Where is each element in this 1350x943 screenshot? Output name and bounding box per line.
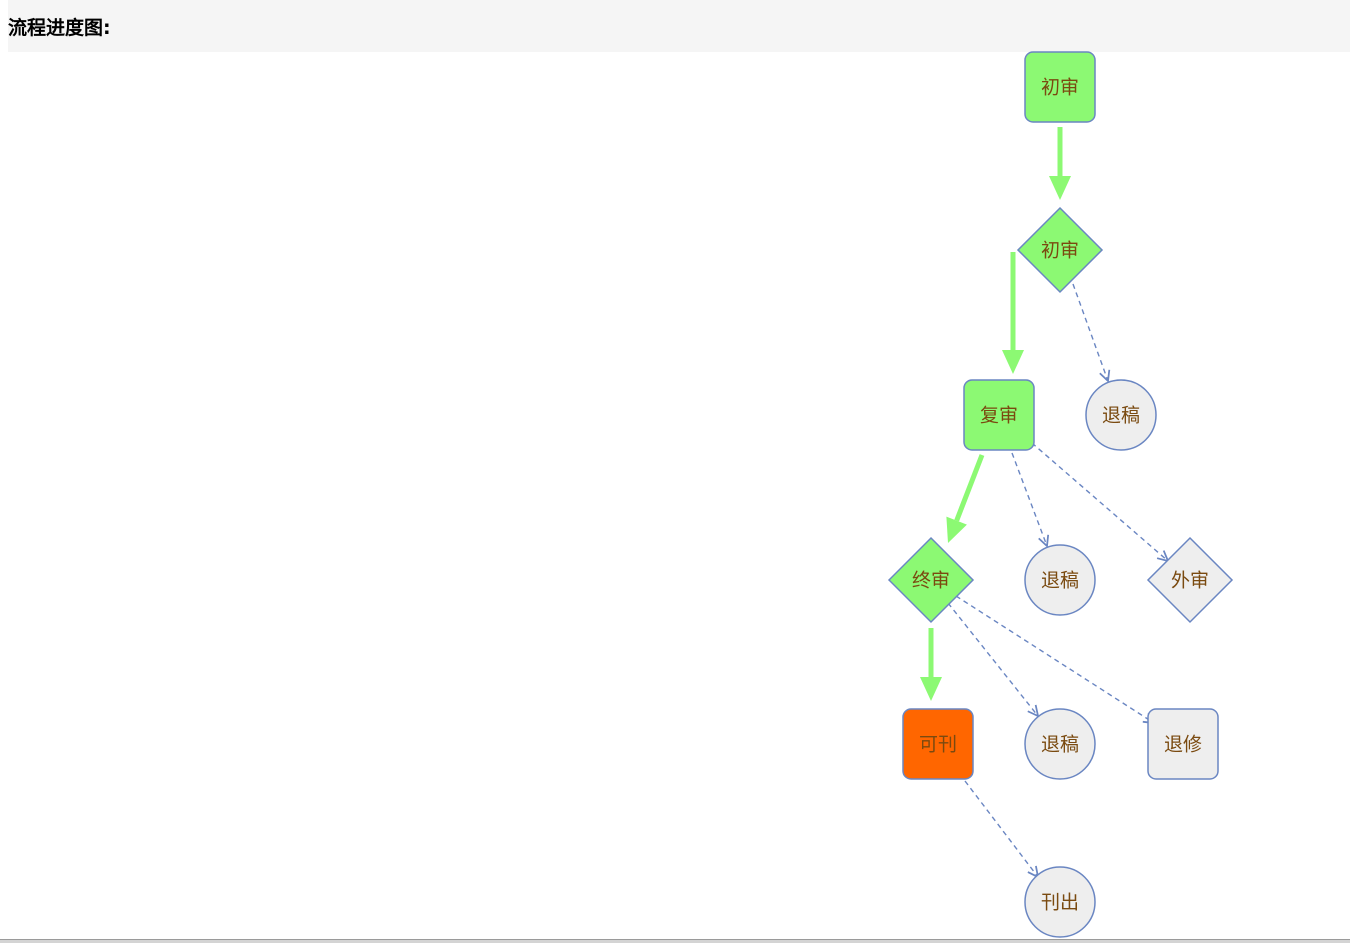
flow-node-n6: 退稿 xyxy=(1024,544,1096,616)
flow-node-label: 初审 xyxy=(1041,240,1079,262)
rounded-square-shape xyxy=(902,708,974,780)
edge-n4-to-n5 xyxy=(946,454,985,543)
flow-node-label: 复审 xyxy=(980,405,1018,427)
edge-n1-to-n2 xyxy=(1049,127,1071,200)
diamond-shape xyxy=(1016,206,1104,294)
rounded-square-shape xyxy=(963,379,1035,451)
rounded-square-shape xyxy=(1024,51,1096,123)
flow-node-label: 刊出 xyxy=(1041,892,1079,914)
diamond-shape xyxy=(887,536,975,624)
edge-n5-to-n8 xyxy=(920,628,942,701)
flow-node-n11: 刊出 xyxy=(1024,866,1096,938)
flow-node-n10: 退修 xyxy=(1147,708,1219,780)
flow-node-label: 退稿 xyxy=(1102,405,1140,427)
flow-node-label: 退稿 xyxy=(1041,734,1079,756)
edge-n8-to-n11 xyxy=(964,780,1038,877)
circle-shape xyxy=(1024,544,1096,616)
flow-node-label: 可刊 xyxy=(919,734,957,756)
diamond-shape xyxy=(1146,536,1234,624)
flow-node-n2: 初审 xyxy=(1016,206,1104,294)
flow-node-label: 退修 xyxy=(1164,734,1202,756)
flow-node-n9: 退稿 xyxy=(1024,708,1096,780)
flow-node-label: 初审 xyxy=(1041,77,1079,99)
header-bar: 流程进度图: xyxy=(8,0,1350,52)
flow-node-n8: 可刊 xyxy=(902,708,974,780)
page-title: 流程进度图: xyxy=(8,17,111,39)
flow-node-label: 退稿 xyxy=(1041,570,1079,592)
edge-n5-to-n10 xyxy=(955,595,1154,723)
flow-node-n4: 复审 xyxy=(963,379,1035,451)
edge-n5-to-n9 xyxy=(947,602,1038,716)
edge-n2-to-n4 xyxy=(1002,252,1024,374)
flow-node-n7: 外审 xyxy=(1146,536,1234,624)
edge-n2-to-n3 xyxy=(1072,283,1108,381)
circle-shape xyxy=(1085,379,1157,451)
flow-node-label: 终审 xyxy=(912,570,950,592)
flow-node-label: 外审 xyxy=(1171,570,1209,592)
edge-n4-to-n6 xyxy=(1011,452,1047,546)
flow-node-n1: 初审 xyxy=(1024,51,1096,123)
circle-shape xyxy=(1024,708,1096,780)
circle-shape xyxy=(1024,866,1096,938)
bottom-border xyxy=(0,939,1350,943)
edge-n4-to-n7 xyxy=(1024,436,1168,561)
flow-node-n3: 退稿 xyxy=(1085,379,1157,451)
rounded-square-shape xyxy=(1147,708,1219,780)
flow-node-n5: 终审 xyxy=(887,536,975,624)
